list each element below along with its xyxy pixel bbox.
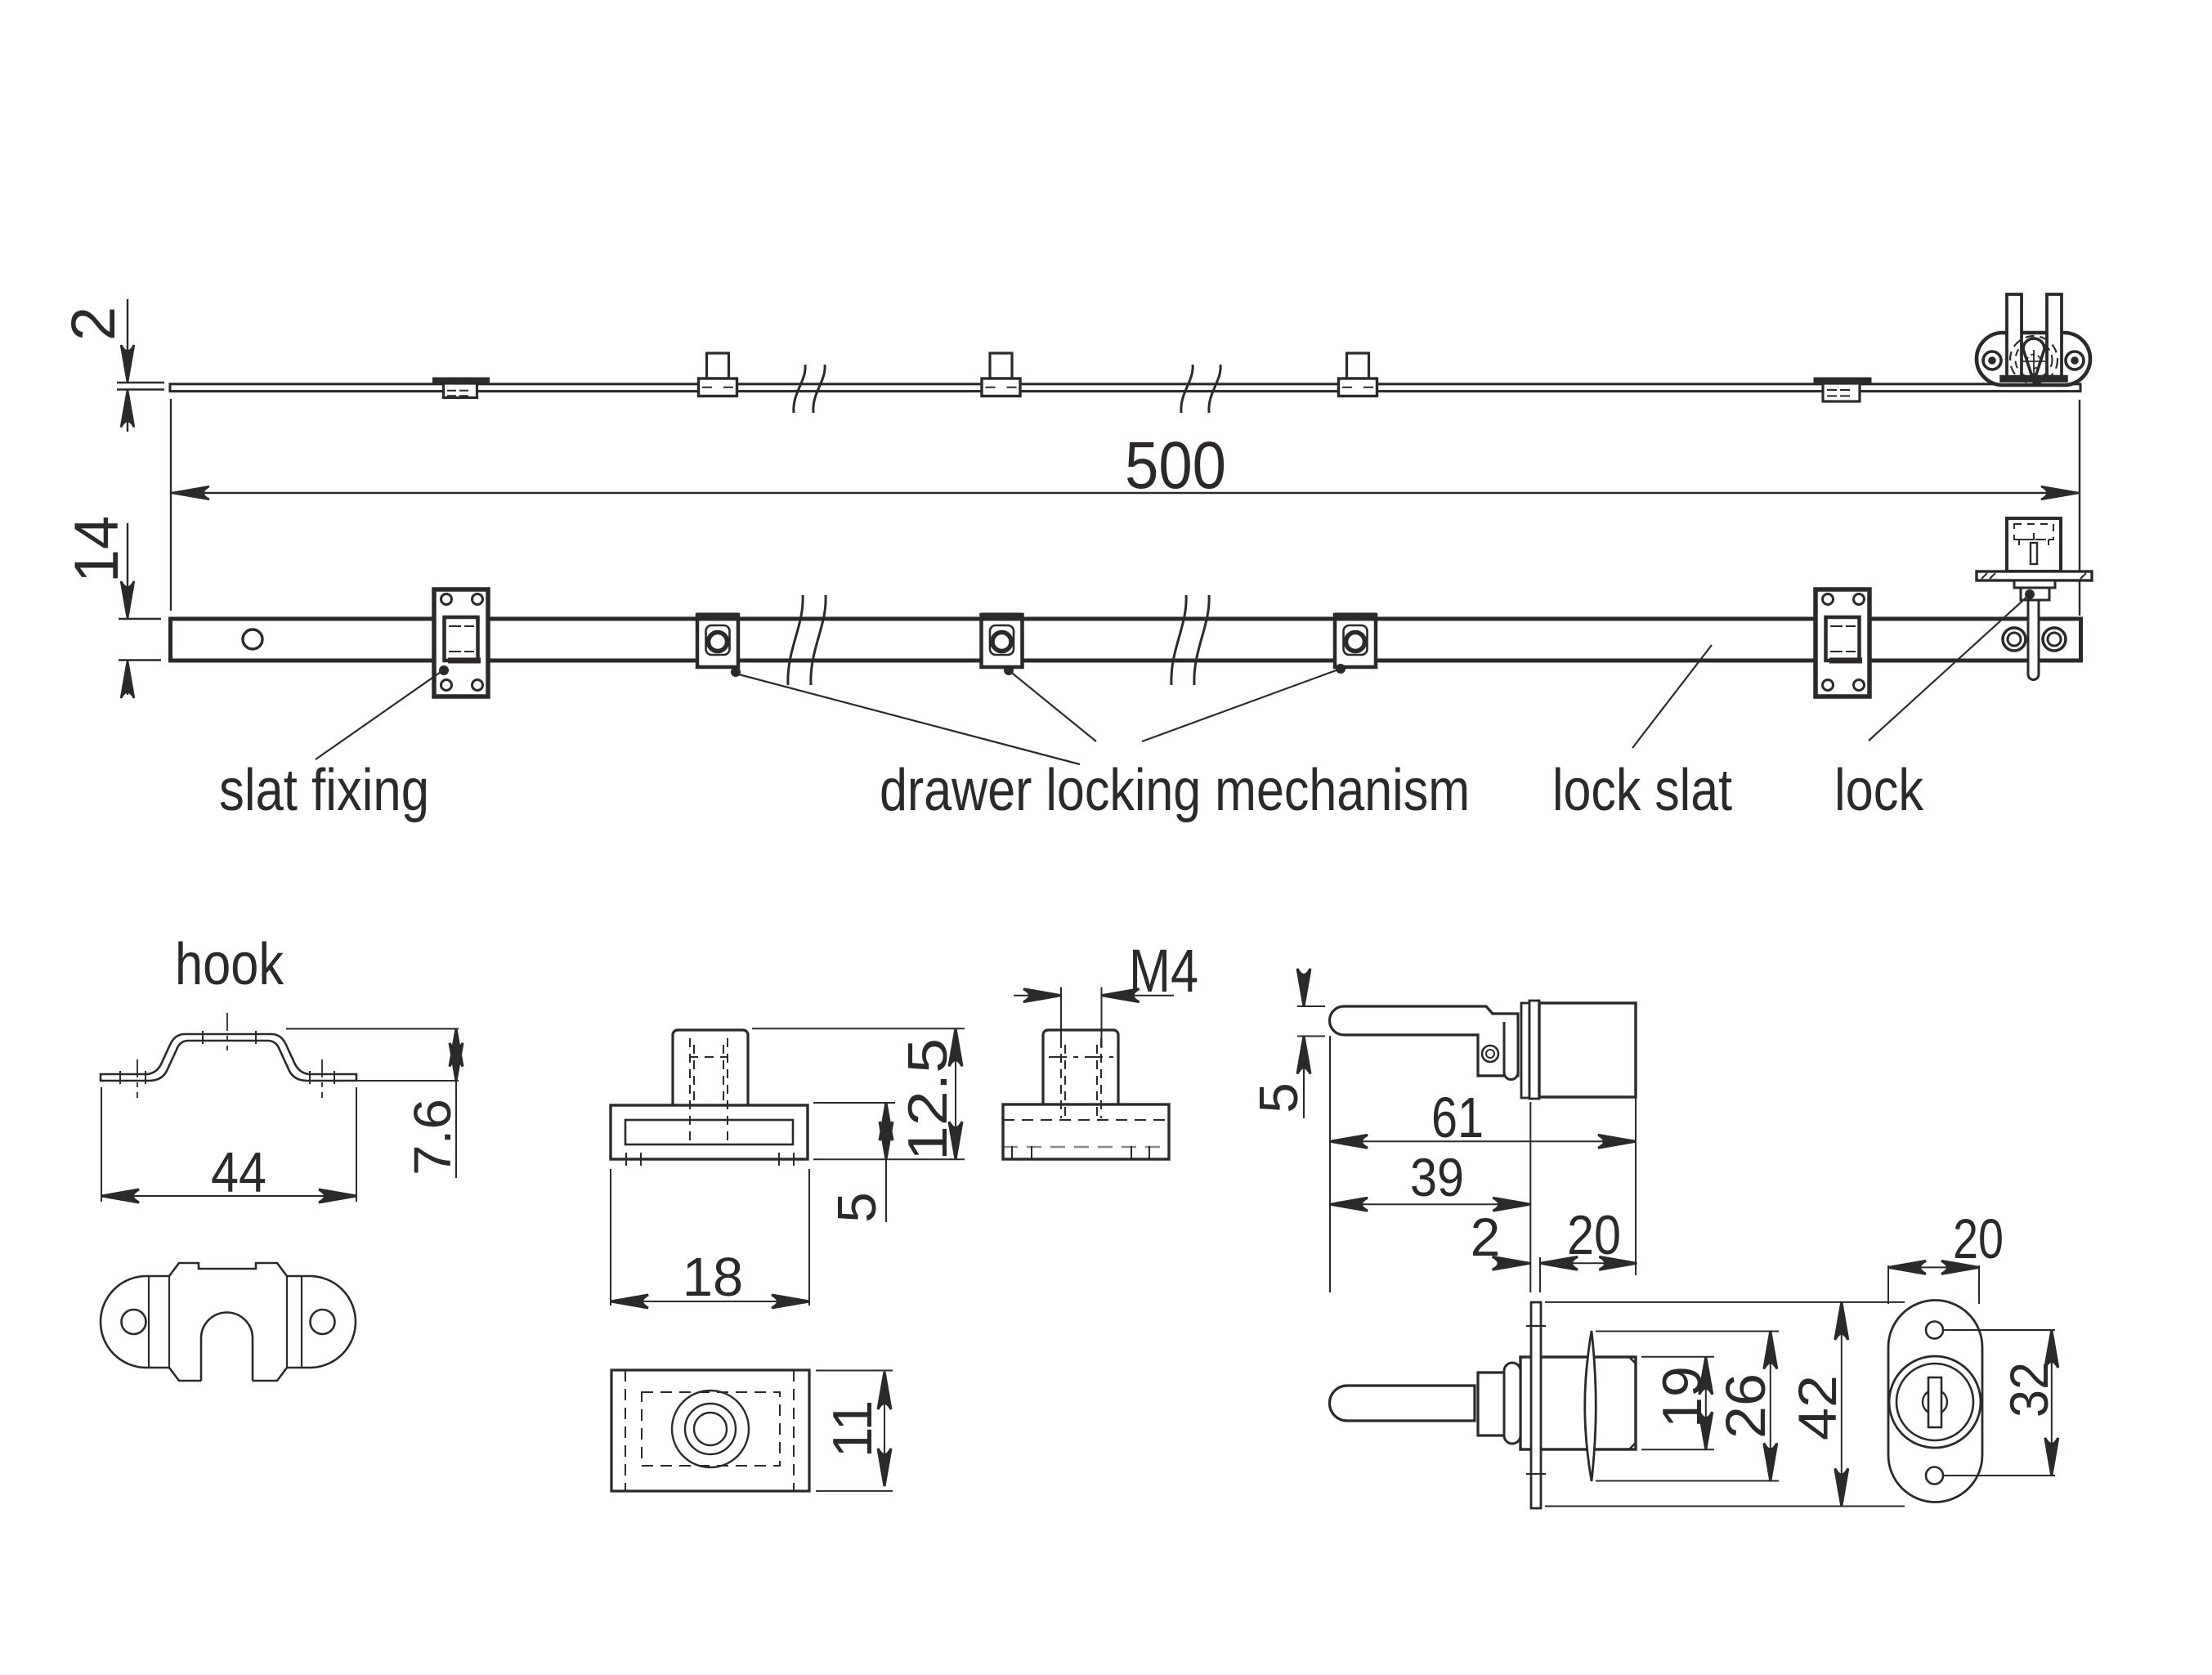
svg-text:12.5: 12.5: [897, 1038, 959, 1161]
svg-text:11: 11: [822, 1400, 884, 1458]
svg-text:slat fixing: slat fixing: [219, 758, 429, 823]
svg-text:M4: M4: [1129, 937, 1198, 1005]
svg-text:18: 18: [683, 1247, 744, 1308]
svg-text:20: 20: [1953, 1207, 2004, 1270]
svg-text:32: 32: [1999, 1362, 2059, 1417]
svg-text:42: 42: [1787, 1375, 1847, 1440]
svg-text:5: 5: [826, 1192, 888, 1222]
svg-text:lock slat: lock slat: [1552, 758, 1732, 823]
svg-text:500: 500: [1125, 428, 1226, 503]
svg-text:44: 44: [211, 1140, 266, 1204]
svg-text:14: 14: [62, 516, 132, 583]
svg-text:2: 2: [59, 307, 128, 341]
svg-text:hook: hook: [175, 932, 284, 997]
svg-text:7.6: 7.6: [403, 1099, 462, 1176]
svg-text:lock: lock: [1834, 758, 1924, 823]
svg-text:5: 5: [1248, 1082, 1310, 1113]
svg-text:26: 26: [1714, 1373, 1777, 1439]
svg-text:39: 39: [1410, 1147, 1464, 1207]
svg-text:drawer locking mechanism: drawer locking mechanism: [880, 758, 1470, 823]
svg-text:61: 61: [1431, 1086, 1484, 1149]
